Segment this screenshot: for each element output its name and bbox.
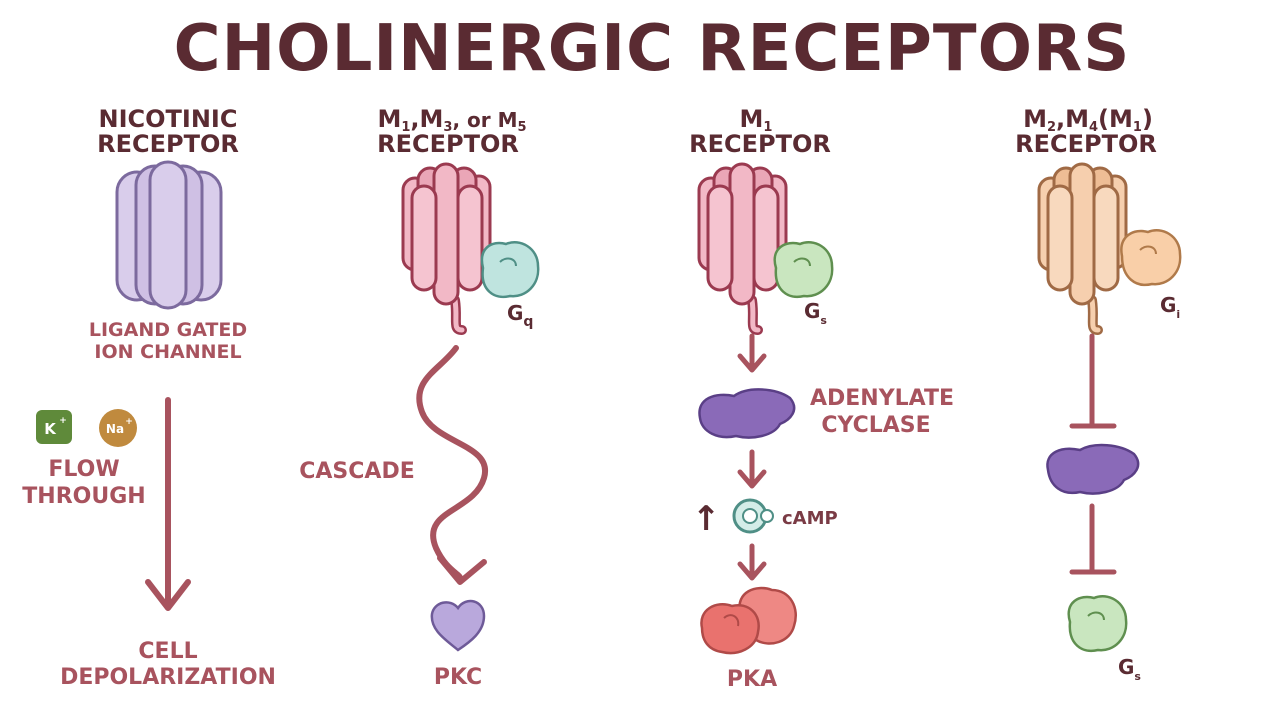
- gs-inhibited-label: Gs: [1118, 655, 1141, 683]
- m1-column: M1 RECEPTOR Gs ADENYLATE C: [689, 105, 954, 692]
- potassium-charge: +: [59, 416, 67, 426]
- adenylate-cyclase-line2: CYCLASE: [821, 413, 930, 438]
- gq-protein-icon: [480, 241, 540, 299]
- gs-protein-inhibited-icon: [1067, 595, 1128, 653]
- flow-through-line1: FLOW: [48, 457, 119, 482]
- pkc-label: PKC: [434, 665, 482, 690]
- nicotinic-heading-line2: RECEPTOR: [97, 130, 239, 158]
- inhibition-bar-2: [1069, 503, 1117, 575]
- m24-receptor-icon: [1037, 162, 1128, 335]
- potassium-ion-icon: K +: [36, 410, 72, 444]
- gq-label: Gq: [507, 301, 533, 330]
- pka-icon: [700, 586, 797, 655]
- sodium-ion-icon: Na +: [99, 409, 137, 447]
- m135-receptor-icon: [401, 162, 492, 335]
- gi-protein-icon: [1120, 229, 1182, 287]
- increase-arrow-icon: ↑: [692, 499, 721, 539]
- gs-protein-icon: [773, 241, 834, 299]
- flow-through-line2: THROUGH: [22, 484, 145, 509]
- pkc-icon: [430, 599, 486, 652]
- pka-label: PKA: [727, 667, 777, 692]
- sodium-label: Na: [106, 422, 124, 436]
- sodium-charge: +: [125, 417, 133, 427]
- gs-label: Gs: [804, 299, 827, 327]
- potassium-label: K: [44, 420, 57, 438]
- m1-arrow-1: [737, 333, 767, 373]
- nicotinic-receptor-icon: [115, 160, 223, 310]
- cascade-label: CASCADE: [299, 459, 414, 484]
- nicotinic-type-line1: LIGAND GATED: [89, 319, 247, 341]
- m1-receptor-icon: [697, 162, 788, 335]
- cell-depolarization-line1: CELL: [138, 639, 197, 664]
- nicotinic-heading-line1: NICOTINIC: [99, 105, 238, 133]
- m24-column: M2,M4(M1) RECEPTOR Gi: [1015, 105, 1182, 683]
- cell-depolarization-line2: DEPOLARIZATION: [60, 665, 276, 690]
- adenylate-cyclase-icon: [698, 388, 796, 439]
- inhibited-adenylate-cyclase-icon: [1046, 443, 1140, 495]
- m135-column: M1,M3, or M5 RECEPTOR Gq CASCADE: [299, 105, 540, 690]
- m135-heading-line1: M1,M3, or M5: [377, 105, 526, 135]
- m24-heading-line1: M2,M4(M1): [1023, 105, 1153, 135]
- cascade-arrow: [416, 345, 489, 585]
- m1-heading-line2: RECEPTOR: [689, 130, 831, 158]
- m135-heading-line2: RECEPTOR: [377, 130, 519, 158]
- m24-heading-line2: RECEPTOR: [1015, 130, 1157, 158]
- m1-arrow-2: [737, 449, 767, 489]
- camp-label: cAMP: [782, 508, 838, 529]
- inhibition-bar-1: [1069, 333, 1117, 429]
- m1-heading-line1: M1: [740, 105, 773, 135]
- nicotinic-arrow: [145, 397, 191, 611]
- nicotinic-type-line2: ION CHANNEL: [94, 341, 241, 363]
- nicotinic-column: NICOTINIC RECEPTOR LIGAND GATED ION CHAN…: [22, 105, 276, 690]
- diagram-title: CHOLINERGIC RECEPTORS: [174, 12, 1131, 86]
- adenylate-cyclase-line1: ADENYLATE: [810, 386, 954, 411]
- camp-icon: [732, 498, 774, 534]
- gi-label: Gi: [1160, 293, 1180, 321]
- m1-arrow-3: [737, 543, 767, 581]
